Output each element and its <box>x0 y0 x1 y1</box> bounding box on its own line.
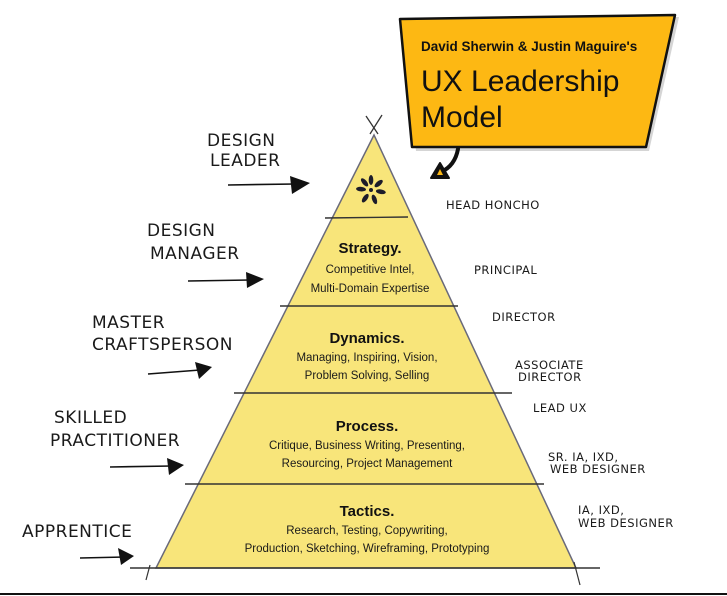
role-master-craftsperson: MASTER CRAFTSPERSON <box>92 313 233 379</box>
base-tick-right <box>573 561 581 586</box>
title-label: SR. IA, IXD, <box>548 450 619 464</box>
role-label-line: DESIGN <box>147 221 216 241</box>
role-label-line: PRACTITIONER <box>50 431 180 451</box>
role-apprentice: APPRENTICE <box>22 522 134 565</box>
arrow-shaft <box>79 556 126 559</box>
arrow-right-icon <box>246 272 264 288</box>
title-label: HEAD HONCHO <box>446 198 540 212</box>
role-skilled-practitioner: SKILLED PRACTITIONER <box>50 408 184 475</box>
arrow-shaft <box>227 183 296 186</box>
callout-title-line: Model <box>421 101 503 134</box>
role-label-line: MASTER <box>92 313 165 333</box>
tier-description-line: Critique, Business Writing, Presenting, <box>269 440 465 452</box>
title-label: WEB DESIGNER <box>550 462 646 476</box>
role-label-line: APPRENTICE <box>22 522 132 542</box>
sunburst-icon <box>356 175 386 205</box>
apex-stick-right <box>369 114 383 135</box>
role-label-line: SKILLED <box>54 408 127 428</box>
tier-description-line: Managing, Inspiring, Vision, <box>296 352 437 364</box>
callout-box <box>398 13 677 149</box>
role-design-leader: DESIGN LEADER <box>207 131 310 194</box>
arrow-shaft <box>187 279 251 282</box>
title-label: PRINCIPAL <box>474 263 537 277</box>
base-tick-left <box>145 564 151 581</box>
tier-tactics: Tactics. Research, Testing, Copywriting,… <box>245 503 490 555</box>
apex-stick-left <box>365 115 379 135</box>
tier-strategy: Strategy. Competitive Intel, Multi-Domai… <box>311 240 430 295</box>
tier-process: Process. Critique, Business Writing, Pre… <box>269 418 465 470</box>
role-label-line: DESIGN <box>207 131 276 151</box>
tier-description-line: Problem Solving, Selling <box>305 370 430 382</box>
callout-subtitle: David Sherwin & Justin Maguire's <box>421 39 637 54</box>
arrowhead-inner <box>437 169 443 175</box>
title-label: IA, IXD, <box>578 503 624 517</box>
role-label-line: LEADER <box>210 151 281 171</box>
tier-description-line: Multi-Domain Expertise <box>311 283 430 295</box>
arrow-shaft <box>109 465 173 468</box>
title-label: LEAD UX <box>533 401 587 415</box>
tier-description-line: Competitive Intel, <box>326 264 415 276</box>
title-label: ASSOCIATE <box>515 358 584 372</box>
title-label: DIRECTOR <box>518 370 582 384</box>
arrow-right-icon <box>290 176 310 194</box>
role-design-manager: DESIGN MANAGER <box>147 221 264 288</box>
arrow-right-icon <box>167 458 184 475</box>
tier-description-line: Research, Testing, Copywriting, <box>286 525 448 537</box>
role-label-line: CRAFTSPERSON <box>92 335 233 355</box>
arrow-shaft <box>147 369 201 375</box>
tier-divider-1 <box>324 216 409 219</box>
tier-description-line: Resourcing, Project Management <box>282 458 453 470</box>
title-callout: David Sherwin & Justin Maguire's UX Lead… <box>398 13 679 179</box>
arrow-right-icon <box>118 548 134 565</box>
tier-title: Process. <box>336 418 399 435</box>
callout-title-line: UX Leadership <box>421 65 619 98</box>
tier-description-line: Production, Sketching, Wireframing, Prot… <box>245 543 490 555</box>
tier-title: Strategy. <box>338 240 401 257</box>
arrow-right-icon <box>195 362 212 379</box>
title-label: WEB DESIGNER <box>578 516 674 530</box>
tier-title: Dynamics. <box>329 330 404 347</box>
tier-title: Tactics. <box>340 503 395 520</box>
tier-dynamics: Dynamics. Managing, Inspiring, Vision, P… <box>296 330 437 382</box>
title-label: DIRECTOR <box>492 310 556 324</box>
role-label-line: MANAGER <box>150 244 240 264</box>
